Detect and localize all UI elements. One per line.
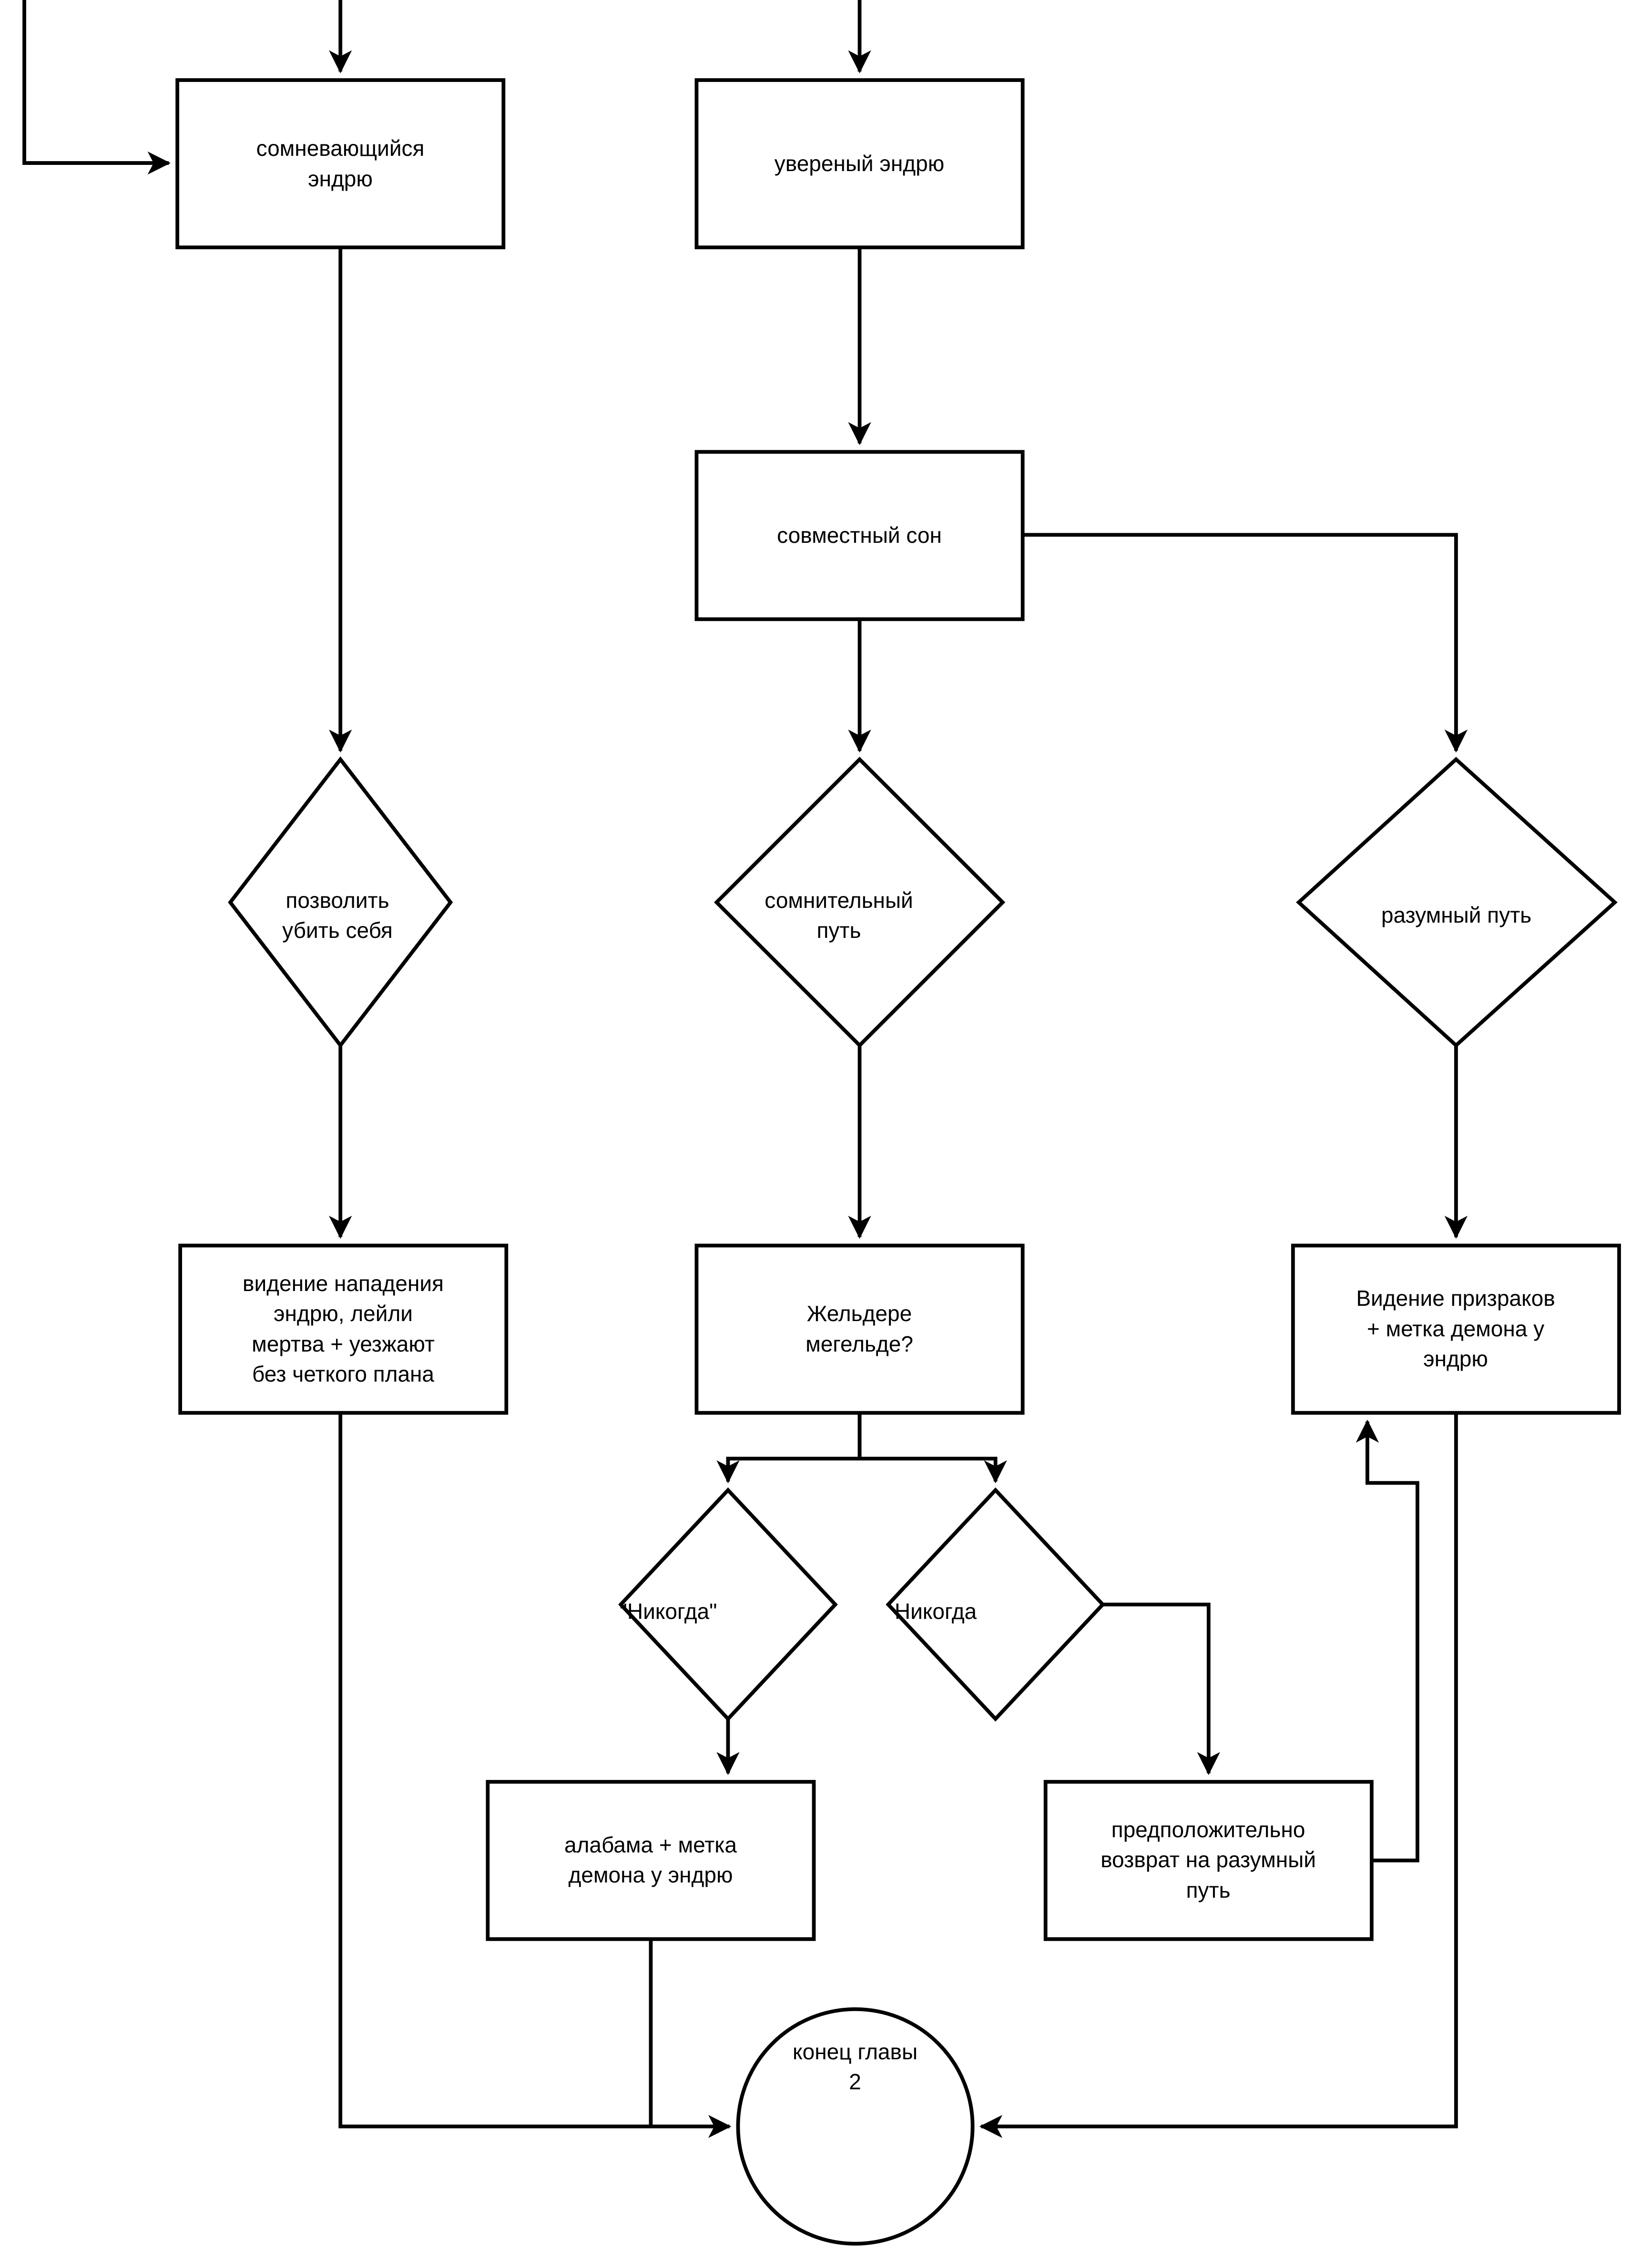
- edge-zheldere-to-never-plain: [857, 1413, 1007, 1484]
- node-chapter-end[interactable]: [736, 2007, 975, 2246]
- node-vision-ghosts[interactable]: [1291, 1243, 1621, 1415]
- edge-presumed-to-ghosts: [1356, 1419, 1419, 1862]
- node-zheldere-megelde[interactable]: [694, 1243, 1025, 1415]
- node-reasonable-path[interactable]: [1295, 757, 1618, 1048]
- node-confident-andrew[interactable]: [694, 78, 1025, 250]
- edge-never-plain-to-presumed: [1102, 1602, 1220, 1775]
- node-never-quoted[interactable]: [618, 1487, 838, 1722]
- node-presumed-return[interactable]: [1043, 1780, 1374, 1941]
- edge-zheldere-to-never-quoted: [716, 1413, 862, 1484]
- node-alabama-mark[interactable]: [486, 1780, 816, 1941]
- node-never-plain[interactable]: [886, 1487, 1106, 1722]
- edge-dream-to-reasonable: [1022, 533, 1468, 753]
- node-doubtful-path[interactable]: [714, 756, 1006, 1048]
- node-allow-kill-self[interactable]: [228, 756, 453, 1048]
- node-doubting-andrew[interactable]: [175, 78, 506, 250]
- node-shared-dream[interactable]: [694, 450, 1025, 621]
- node-vision-attack[interactable]: [178, 1243, 509, 1415]
- edge-vision-attack-to-end: [338, 1413, 732, 2138]
- edge-ghosts-to-end: [979, 1413, 1458, 2138]
- edge-loopback-into-doubting: [22, 0, 171, 175]
